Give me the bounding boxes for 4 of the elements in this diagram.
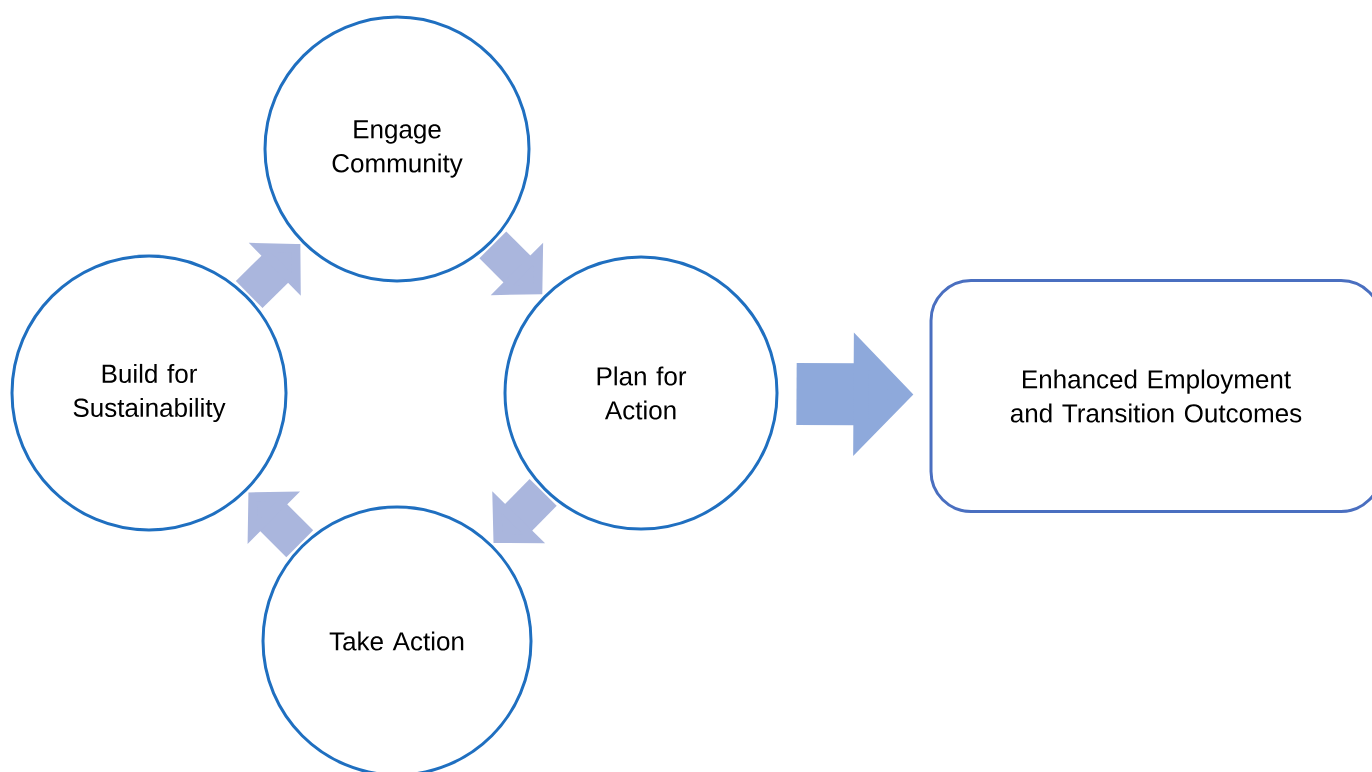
outcome-box: Enhanced Employment and Transition Outcomes	[929, 279, 1372, 513]
block-arrow	[492, 479, 557, 544]
block-arrow	[235, 242, 301, 309]
block-arrow	[247, 491, 314, 558]
